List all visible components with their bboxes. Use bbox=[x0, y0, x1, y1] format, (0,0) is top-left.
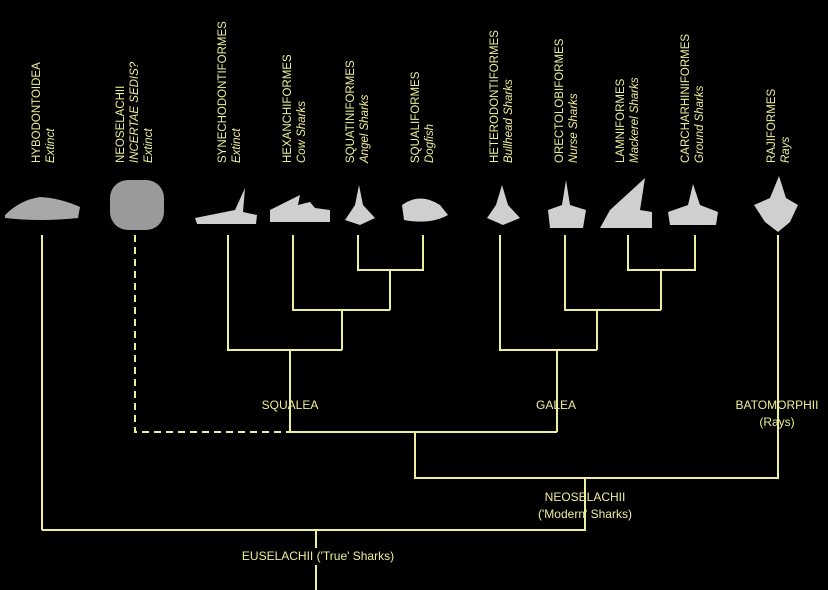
clade-name: BATOMORPHII bbox=[735, 398, 819, 412]
taxon-note: Dogfish bbox=[424, 124, 436, 163]
tooth-hybodontoidea bbox=[5, 197, 80, 220]
tooth-rajiformes bbox=[754, 176, 798, 232]
taxon-note: Bullhead Sharks bbox=[503, 79, 515, 163]
tooth-orectolobiformes bbox=[548, 180, 586, 228]
taxon-name: SYNECHODONTIFORMES bbox=[217, 21, 229, 163]
tooth-images bbox=[5, 176, 798, 232]
taxon-name: NEOSELACHII bbox=[115, 85, 127, 163]
tooth-carcharhiniformes bbox=[668, 184, 718, 225]
clade-note: ('Modern' Sharks) bbox=[538, 507, 632, 521]
tooth-hexanchiformes bbox=[270, 195, 330, 222]
tooth-squaliformes bbox=[402, 198, 448, 222]
tooth-synechodontiformes bbox=[195, 188, 257, 224]
taxon-name: HETERODONTIFORMES bbox=[489, 30, 501, 163]
taxon-note: INCERTAE SEDIS? bbox=[129, 61, 141, 163]
taxon-note: Rays bbox=[780, 136, 792, 163]
clade-name: NEOSELACHII bbox=[544, 490, 626, 504]
taxon-note: Nurse Sharks bbox=[568, 93, 580, 163]
taxon-name: LAMNIFORMES bbox=[615, 78, 627, 163]
taxon-name: SQUATINIFORMES bbox=[345, 60, 357, 163]
clade-neoselachii: NEOSELACHII ('Modern' Sharks) bbox=[538, 489, 632, 523]
clade-squalea: SQUALEA bbox=[261, 398, 319, 412]
taxon-note: Extinct bbox=[45, 128, 57, 163]
clade-batomorphii: BATOMORPHII (Rays) bbox=[736, 397, 819, 431]
tree-branches bbox=[41, 235, 779, 590]
clade-galea: GALEA bbox=[535, 398, 577, 412]
taxon-note: Angel Sharks bbox=[359, 94, 371, 163]
taxon-note: Mackerel Sharks bbox=[629, 77, 641, 163]
taxon-note: Extinct bbox=[231, 128, 243, 163]
taxon-name: CARCHARHINIFORMES bbox=[680, 33, 692, 163]
taxon-name: HYBODONTOIDEA bbox=[31, 62, 43, 163]
taxon-note: Ground Sharks bbox=[694, 85, 706, 163]
tooth-squatiniformes bbox=[345, 185, 375, 225]
clade-euselachii: EUSELACHII ('True' Sharks) bbox=[237, 548, 399, 565]
taxon-note: Extinct bbox=[143, 128, 155, 163]
taxon-name: RAJIFORMES bbox=[766, 88, 778, 163]
clade-note: (Rays) bbox=[759, 415, 795, 429]
taxon-name: ORECTOLOBIFORMES bbox=[554, 38, 566, 163]
tooth-heterodontiformes bbox=[487, 185, 520, 225]
taxon-name: HEXANCHIFORMES bbox=[282, 54, 294, 163]
tooth-lamniformes bbox=[600, 178, 652, 228]
taxon-note: Cow Sharks bbox=[296, 101, 308, 163]
taxon-name: SQUALIFORMES bbox=[410, 71, 422, 163]
tooth-neoselachii bbox=[110, 180, 164, 230]
